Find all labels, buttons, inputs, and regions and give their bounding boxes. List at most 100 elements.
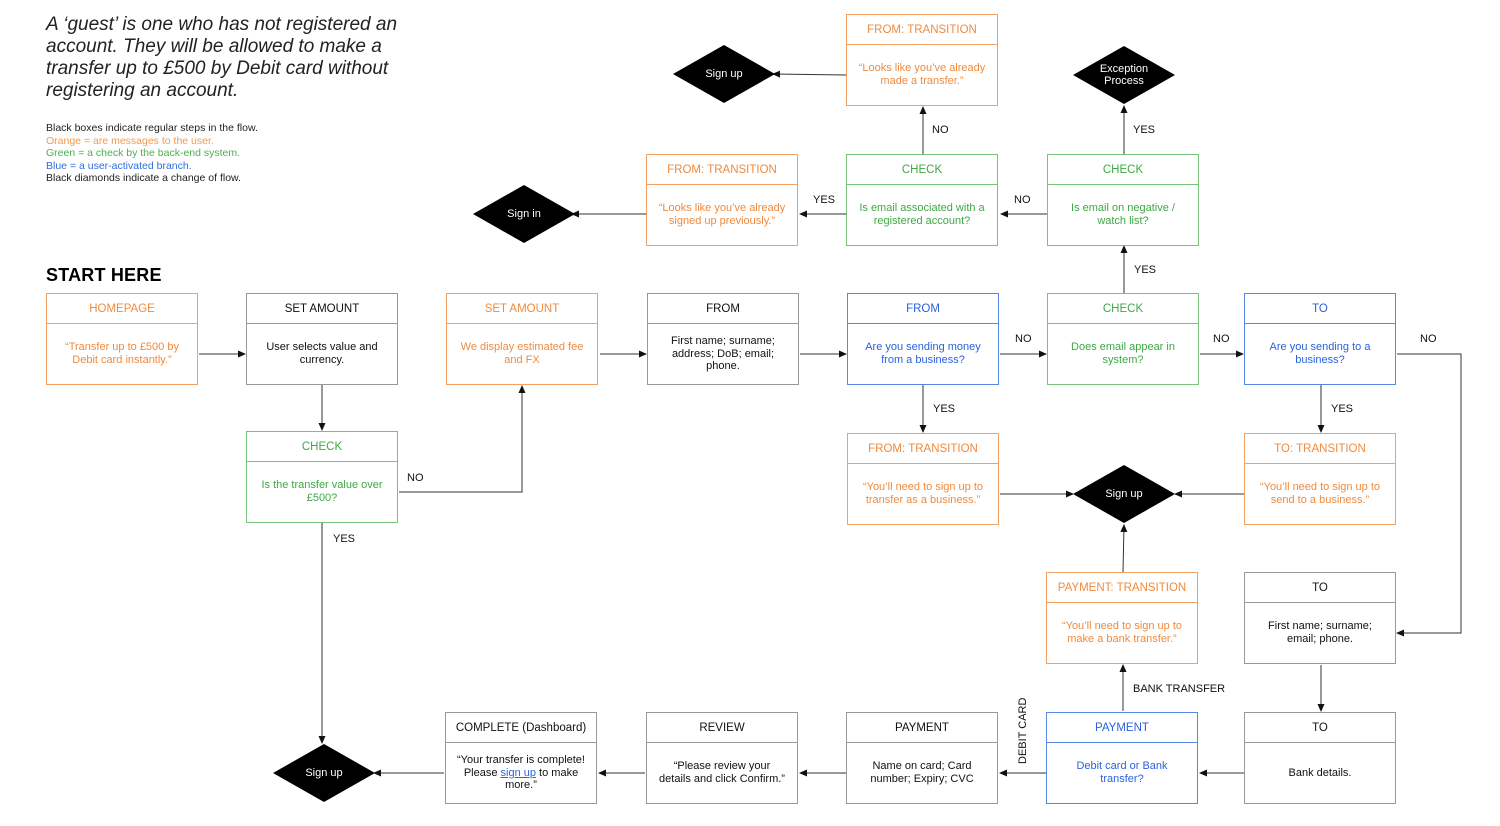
node-body: Are you sending to a business? (1269, 341, 1371, 366)
node-body: Debit card or Bank transfer? (1076, 760, 1168, 785)
node-payment-card: PAYMENT Name on card; Card number; Expir… (846, 712, 998, 804)
diamond-shape (473, 185, 575, 243)
label-yes-registered: YES (813, 194, 836, 206)
legend-diamonds: Black diamonds indicate a change of flow… (46, 172, 241, 185)
node-from-transition-signed: FROM: TRANSITION “Looks like you’ve alre… (646, 154, 798, 246)
label-bank-transfer: BANK TRANSFER (1133, 683, 1226, 695)
intro-text: A ‘guest’ is one who has not registered … (46, 14, 398, 101)
arrow-payment-transition-to-signup (1120, 524, 1128, 573)
diamond-signup-bottom: Sign up (272, 743, 376, 803)
label-yes-watchlist: YES (1133, 124, 1156, 136)
node-header: CHECK (1048, 155, 1198, 185)
legend-black: Black boxes indicate regular steps in th… (46, 122, 258, 134)
node-check-registered: CHECK Is email associated with a registe… (846, 154, 998, 246)
label-no-check-email: NO (1213, 333, 1230, 345)
node-header: FROM: TRANSITION (848, 434, 998, 464)
node-set-amount: SET AMOUNT User selects value and curren… (246, 293, 398, 385)
node-check-value: CHECK Is the transfer value over £500? (246, 431, 398, 523)
node-from-business[interactable]: FROM Are you sending money from a busine… (847, 293, 999, 385)
node-complete: COMPLETE (Dashboard) “Your transfer is c… (445, 712, 597, 804)
label-no-to-business: NO (1420, 333, 1437, 345)
node-homepage: HOMEPAGE “Transfer up to £500 by Debit c… (46, 293, 198, 385)
diamond-signup-mid: Sign up (1072, 464, 1176, 524)
diamond-shape (1073, 46, 1175, 104)
diamond-label: Sign in (507, 207, 541, 220)
diamond-shape (673, 45, 775, 103)
node-header: REVIEW (647, 713, 797, 743)
node-header: TO (1245, 573, 1395, 603)
label-yes-check-value: YES (333, 533, 356, 545)
node-to-bank: TO Bank details. (1244, 712, 1396, 804)
node-body: “Your transfer is complete! Please sign … (446, 743, 596, 803)
node-body: We display estimated fee and FX (460, 341, 584, 366)
node-body: Name on card; Card number; Expiry; CVC (870, 760, 974, 785)
node-to-business[interactable]: TO Are you sending to a business? (1244, 293, 1396, 385)
node-header: HOMEPAGE (47, 294, 197, 324)
node-body: First name; surname; address; DoB; email… (671, 335, 775, 373)
node-body: Bank details. (1288, 766, 1352, 779)
node-to-transition: TO: TRANSITION “You’ll need to sign up t… (1244, 433, 1396, 525)
node-header: FROM: TRANSITION (847, 15, 997, 45)
label-no-check-value: NO (407, 472, 424, 484)
node-body: Are you sending money from a business? (865, 341, 981, 366)
node-payment-transition: PAYMENT: TRANSITION “You’ll need to sign… (1046, 572, 1198, 664)
node-header: SET AMOUNT (447, 294, 597, 324)
start-here-heading: START HERE (46, 265, 162, 285)
node-payment-choice[interactable]: PAYMENT Debit card or Bank transfer? (1046, 712, 1198, 804)
diamond-label: Sign up (305, 766, 343, 779)
legend-green: Green = a check by the back-end system. (46, 147, 241, 160)
node-body: “You’ll need to sign up to transfer as a… (862, 481, 984, 506)
node-header: PAYMENT (1047, 713, 1197, 743)
diamond-shape (1073, 465, 1175, 523)
node-review: REVIEW “Please review your details and c… (646, 712, 798, 804)
legend-orange: Orange = are messages to the user. (46, 134, 214, 147)
node-header: TO (1245, 713, 1395, 743)
node-header: CHECK (1048, 294, 1198, 324)
node-set-amount-message: SET AMOUNT We display estimated fee and … (446, 293, 598, 385)
complete-text-after: to make more.” (505, 766, 579, 792)
node-body: User selects value and currency. (266, 341, 378, 366)
diamond-label: Exception Process (1099, 62, 1149, 88)
sign-up-link[interactable]: sign up (500, 766, 536, 779)
node-body: “Transfer up to £500 by Debit card insta… (65, 341, 179, 366)
node-body: “Looks like you’ve already made a transf… (858, 62, 986, 87)
legend: Black boxes indicate regular steps in th… (46, 122, 258, 185)
diamond-shape (273, 744, 375, 802)
node-header: FROM (848, 294, 998, 324)
label-no-watchlist: NO (1014, 194, 1031, 206)
node-header: TO (1245, 294, 1395, 324)
node-body: Is email on negative / watch list? (1071, 202, 1175, 227)
label-no-from-business: NO (1015, 333, 1032, 345)
node-from-transition-transfer: FROM: TRANSITION “Looks like you’ve alre… (846, 14, 998, 106)
node-header: SET AMOUNT (247, 294, 397, 324)
node-body: Does email appear in system? (1071, 341, 1175, 366)
node-from-details: FROM First name; surname; address; DoB; … (647, 293, 799, 385)
node-header: TO: TRANSITION (1245, 434, 1395, 464)
node-body: “You’ll need to sign up to make a bank t… (1061, 620, 1183, 645)
node-body: “You’ll need to sign up to send to a bus… (1259, 481, 1381, 506)
diamond-exception: Exception Process (1072, 45, 1176, 105)
complete-text-before: “Your transfer is complete! Please (457, 754, 585, 779)
node-header: PAYMENT: TRANSITION (1047, 573, 1197, 603)
node-header: COMPLETE (Dashboard) (446, 713, 596, 743)
node-body: Is the transfer value over £500? (261, 479, 383, 504)
diamond-signin: Sign in (472, 184, 576, 244)
node-check-watchlist: CHECK Is email on negative / watch list? (1047, 154, 1199, 246)
node-body: First name; surname; email; phone. (1268, 620, 1372, 645)
diamond-signup-top: Sign up (672, 44, 776, 104)
node-from-transition-business: FROM: TRANSITION “You’ll need to sign up… (847, 433, 999, 525)
legend-blue: Blue = a user-activated branch. (46, 159, 192, 172)
node-header: FROM (648, 294, 798, 324)
label-yes-to-business: YES (1331, 403, 1354, 415)
label-no-registered: NO (932, 124, 949, 136)
diamond-label: Sign up (1105, 487, 1143, 500)
node-to-details: TO First name; surname; email; phone. (1244, 572, 1396, 664)
arrow-transfer-to-signup (772, 70, 847, 78)
node-check-email: CHECK Does email appear in system? (1047, 293, 1199, 385)
node-body: Is email associated with a registered ac… (859, 202, 985, 227)
label-yes-check-email: YES (1134, 264, 1157, 276)
arrow-to-business-no (1396, 353, 1462, 637)
node-body: “Please review your details and click Co… (659, 760, 785, 785)
arrow-check-value-no (399, 385, 526, 493)
